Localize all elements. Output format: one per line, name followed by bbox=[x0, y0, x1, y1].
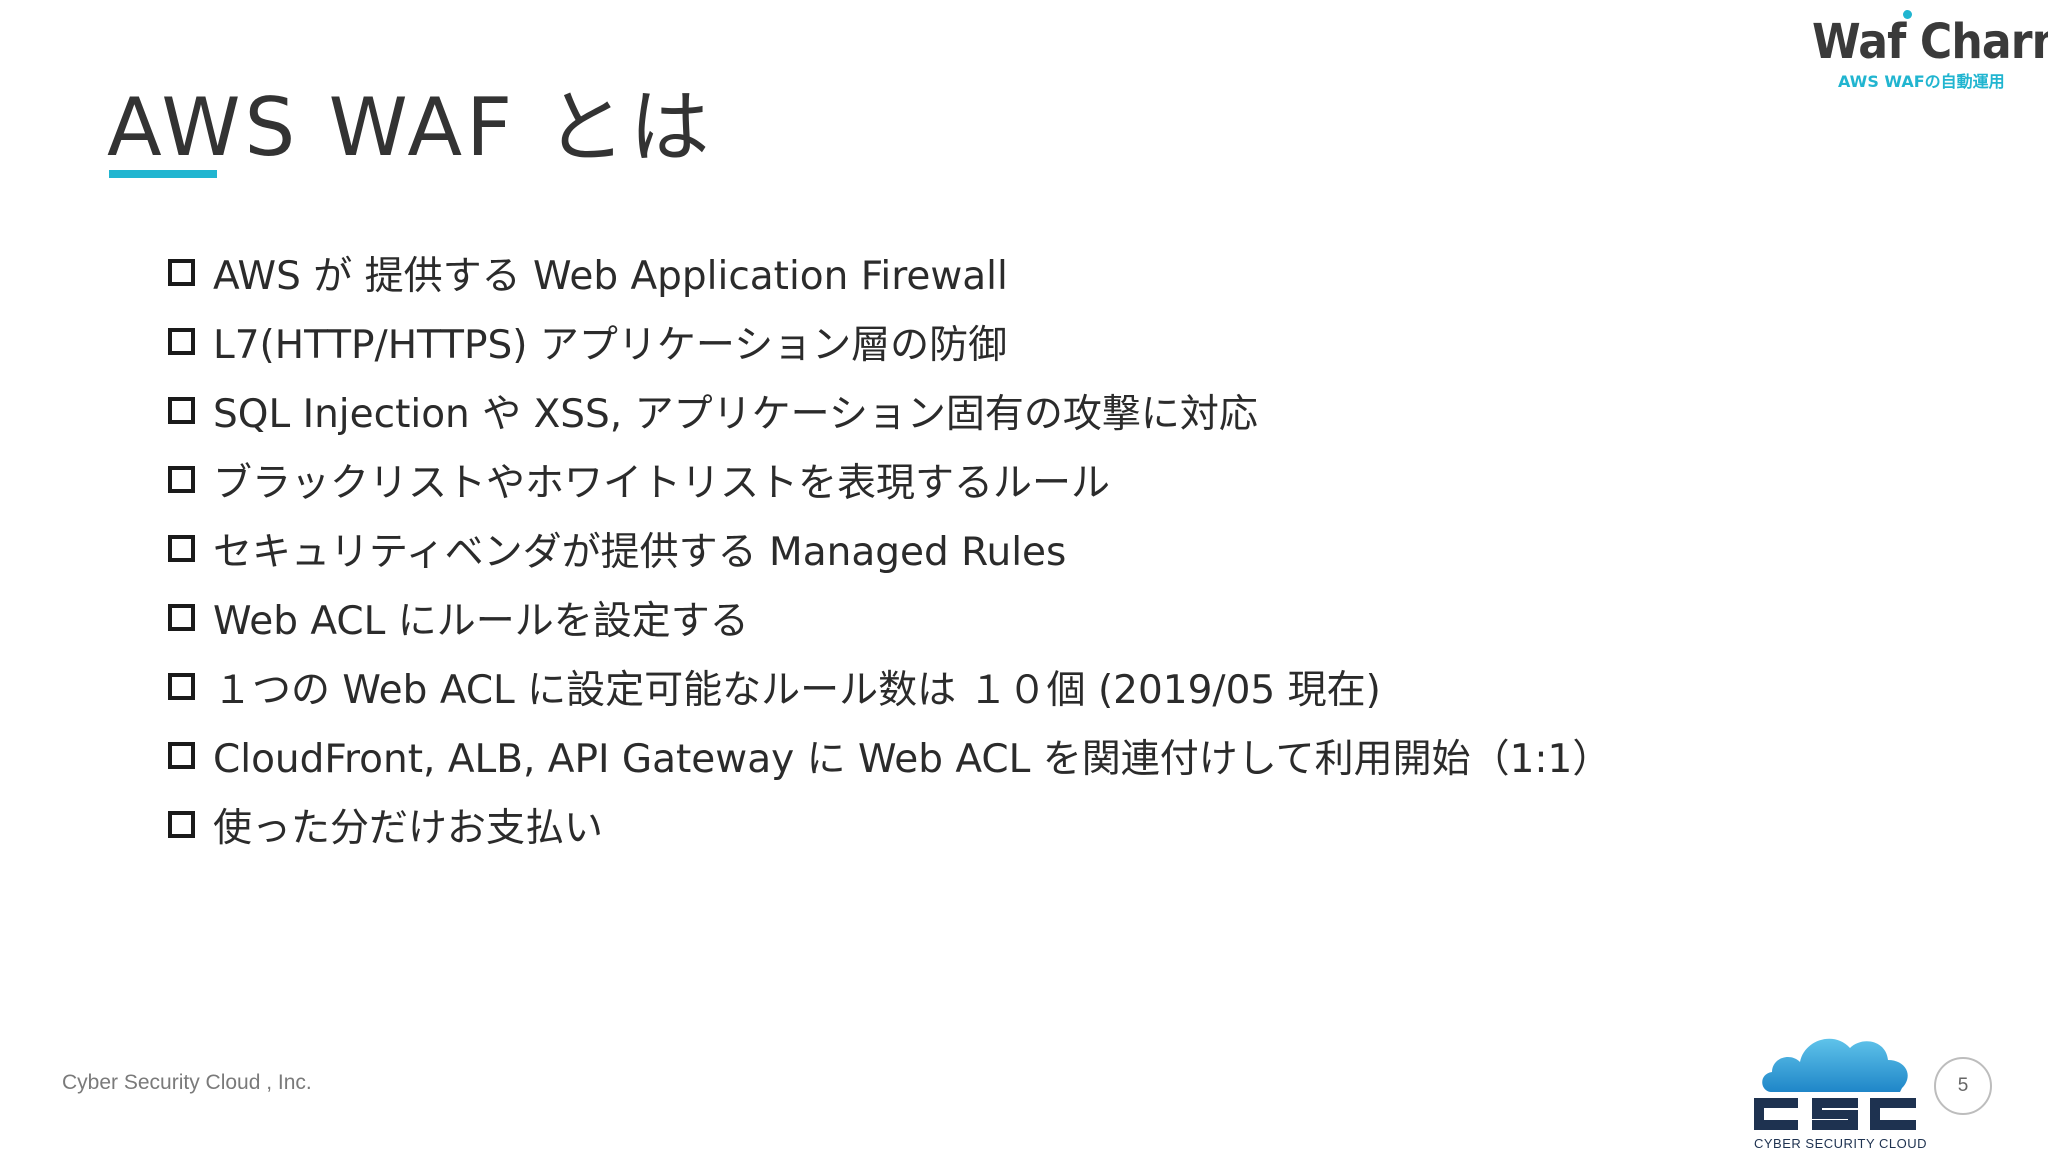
bullet-item: Web ACL にルールを設定する bbox=[168, 583, 1611, 652]
bullet-item: １つの Web ACL に設定可能なルール数は １０個 (2019/05 現在) bbox=[168, 652, 1611, 721]
bullet-text: SQL Injection や XSS, アプリケーション固有の攻撃に対応 bbox=[213, 391, 1258, 437]
page-number: 5 bbox=[1934, 1057, 1992, 1115]
footer-company: Cyber Security Cloud , Inc. bbox=[62, 1071, 312, 1094]
bullet-text: ブラックリストやホワイトリストを表現するルール bbox=[213, 460, 1111, 506]
wafcharm-logo: Waf Charm AWS WAFの自動運用 bbox=[1812, 8, 2048, 94]
bullet-text: L7(HTTP/HTTPS) アプリケーション層の防御 bbox=[213, 322, 1008, 368]
csc-logo: CYBER SECURITY CLOUD bbox=[1750, 1030, 1928, 1152]
bullet-item: セキュリティベンダが提供する Managed Rules bbox=[168, 514, 1611, 583]
bullet-text: CloudFront, ALB, API Gateway に Web ACL を… bbox=[213, 736, 1612, 782]
bullet-item: ブラックリストやホワイトリストを表現するルール bbox=[168, 445, 1611, 514]
square-bullet-icon bbox=[168, 535, 195, 562]
bullet-item: L7(HTTP/HTTPS) アプリケーション層の防御 bbox=[168, 307, 1611, 376]
bullet-item: SQL Injection や XSS, アプリケーション固有の攻撃に対応 bbox=[168, 376, 1611, 445]
bullet-text: １つの Web ACL に設定可能なルール数は １０個 (2019/05 現在) bbox=[213, 667, 1381, 713]
title-underline bbox=[109, 170, 217, 178]
bullet-text: セキュリティベンダが提供する Managed Rules bbox=[213, 529, 1067, 575]
slide-title: AWS WAF とは bbox=[107, 81, 714, 174]
bullet-item: 使った分だけお支払い bbox=[168, 790, 1611, 859]
square-bullet-icon bbox=[168, 742, 195, 769]
wafcharm-tagline: AWS WAFの自動運用 bbox=[1838, 72, 2005, 91]
square-bullet-icon bbox=[168, 811, 195, 838]
bullet-item: CloudFront, ALB, API Gateway に Web ACL を… bbox=[168, 721, 1611, 790]
bullet-text: Web ACL にルールを設定する bbox=[213, 598, 749, 644]
square-bullet-icon bbox=[168, 259, 195, 286]
bullet-list: AWS が 提供する Web Application Firewall L7(H… bbox=[168, 238, 1611, 859]
square-bullet-icon bbox=[168, 328, 195, 355]
square-bullet-icon bbox=[168, 397, 195, 424]
square-bullet-icon bbox=[168, 466, 195, 493]
square-bullet-icon bbox=[168, 673, 195, 700]
bullet-text: 使った分だけお支払い bbox=[213, 805, 604, 851]
bullet-item: AWS が 提供する Web Application Firewall bbox=[168, 238, 1611, 307]
bullet-text: AWS が 提供する Web Application Firewall bbox=[213, 253, 1008, 299]
csc-cloud-icon bbox=[1754, 1038, 1916, 1130]
square-bullet-icon bbox=[168, 604, 195, 631]
wafcharm-wordmark: Waf Charm bbox=[1812, 14, 2048, 70]
wafcharm-accent-dot bbox=[1903, 10, 1912, 19]
csc-tagline: CYBER SECURITY CLOUD bbox=[1754, 1136, 1928, 1151]
